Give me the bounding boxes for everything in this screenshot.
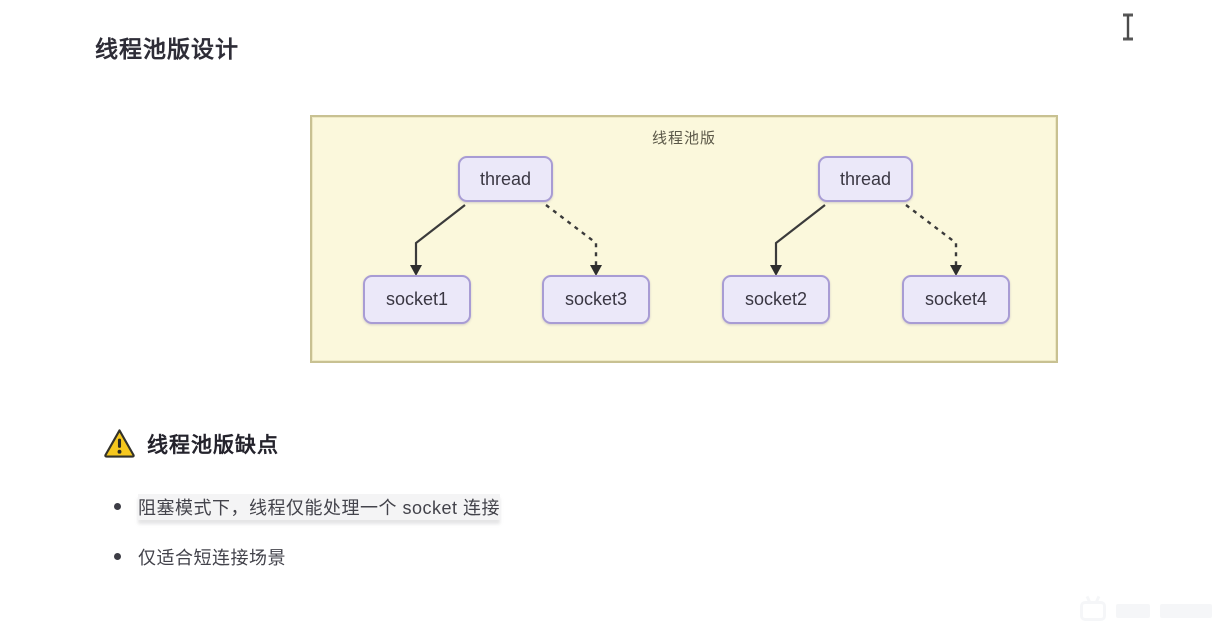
- drawback-list: 阻塞模式下，线程仅能处理一个 socket 连接 仅适合短连接场景: [114, 494, 501, 594]
- node-socket1: socket1: [363, 275, 471, 324]
- drawback-text-2: 仅适合短连接场景: [138, 548, 286, 568]
- tv-logo-icon: [1080, 601, 1106, 621]
- bullet-icon: [114, 503, 121, 510]
- list-item: 仅适合短连接场景: [114, 544, 500, 570]
- warning-title: 线程池版缺点: [147, 433, 279, 457]
- arrowhead-socket4: [950, 265, 962, 276]
- node-socket2: socket2: [722, 275, 830, 324]
- edge-thread1-socket1: [414, 204, 466, 266]
- watermark-text-block: [1116, 604, 1150, 618]
- arrowhead-socket1: [410, 265, 422, 276]
- node-socket3: socket3: [542, 275, 650, 324]
- edge-thread1-socket3: [545, 204, 598, 266]
- arrowhead-socket2: [770, 265, 782, 276]
- text-cursor-icon: [1123, 13, 1133, 41]
- list-item: 阻塞模式下，线程仅能处理一个 socket 连接: [114, 494, 501, 520]
- page-title: 线程池版设计: [95, 36, 239, 62]
- diagram-title: 线程池版: [651, 130, 716, 147]
- drawback-text-1: 阻塞模式下，线程仅能处理一个 socket 连接: [138, 494, 501, 520]
- edge-thread2-socket4: [905, 204, 958, 266]
- node-thread-1: thread: [458, 156, 553, 202]
- arrowhead-socket3: [590, 265, 602, 276]
- thread-pool-diagram: 线程池版 thread thread socket1 socket3 socke…: [310, 115, 1058, 363]
- bullet-icon: [114, 553, 121, 560]
- watermark-text-block: [1160, 604, 1212, 618]
- warning-heading-row: 线程池版缺点: [103, 428, 279, 459]
- edge-thread2-socket2: [774, 204, 826, 266]
- node-socket4: socket4: [902, 275, 1010, 324]
- diagram-arrows: [410, 204, 962, 276]
- node-thread-2: thread: [818, 156, 913, 202]
- watermark: [1080, 601, 1212, 621]
- warning-triangle-icon: [104, 429, 135, 458]
